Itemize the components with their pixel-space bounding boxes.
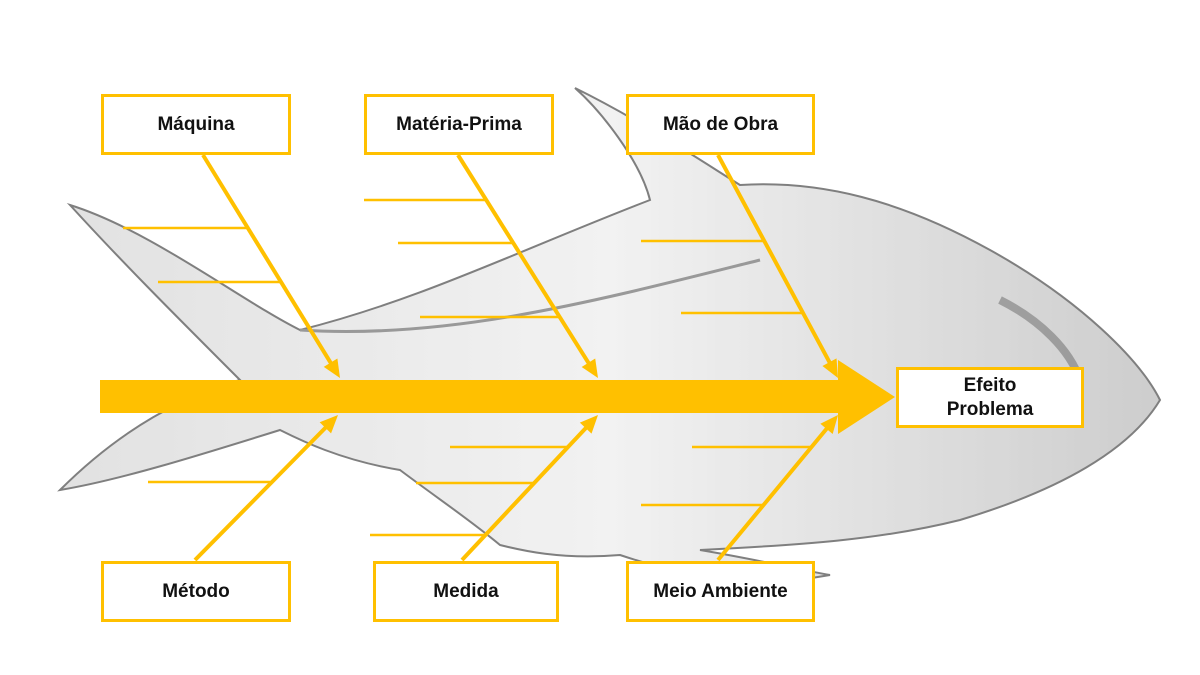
category-label: Matéria-Prima bbox=[396, 113, 522, 135]
category-label: Mão de Obra bbox=[662, 113, 779, 135]
cause-bone bbox=[193, 423, 330, 562]
effect-label-line1: Efeito bbox=[963, 374, 1017, 396]
fish-silhouette bbox=[57, 87, 1162, 583]
category-label: Meio Ambiente bbox=[653, 580, 788, 602]
category-box-maquina: Máquina bbox=[101, 94, 291, 155]
cause-bone bbox=[456, 153, 593, 368]
effect-box: Efeito Problema bbox=[896, 367, 1084, 428]
cause-bone bbox=[716, 154, 834, 367]
arrowhead bbox=[581, 358, 598, 378]
arrowhead bbox=[579, 415, 598, 434]
arrowhead bbox=[319, 415, 338, 434]
arrowhead bbox=[820, 415, 838, 434]
cause-bone bbox=[201, 153, 335, 368]
category-box-meio-ambiente: Meio Ambiente bbox=[626, 561, 815, 622]
category-label: Máquina bbox=[157, 113, 235, 135]
category-box-medida: Medida bbox=[373, 561, 559, 622]
category-label: Método bbox=[162, 580, 230, 602]
effect-label-line2: Problema bbox=[946, 398, 1034, 420]
category-box-metodo: Método bbox=[101, 561, 291, 622]
spine-arrow bbox=[100, 360, 895, 434]
category-label: Medida bbox=[433, 580, 499, 602]
arrowhead bbox=[323, 358, 340, 378]
category-box-mao-de-obra: Mão de Obra bbox=[626, 94, 815, 155]
category-box-materia-prima: Matéria-Prima bbox=[364, 94, 554, 155]
arrowhead bbox=[822, 358, 838, 378]
